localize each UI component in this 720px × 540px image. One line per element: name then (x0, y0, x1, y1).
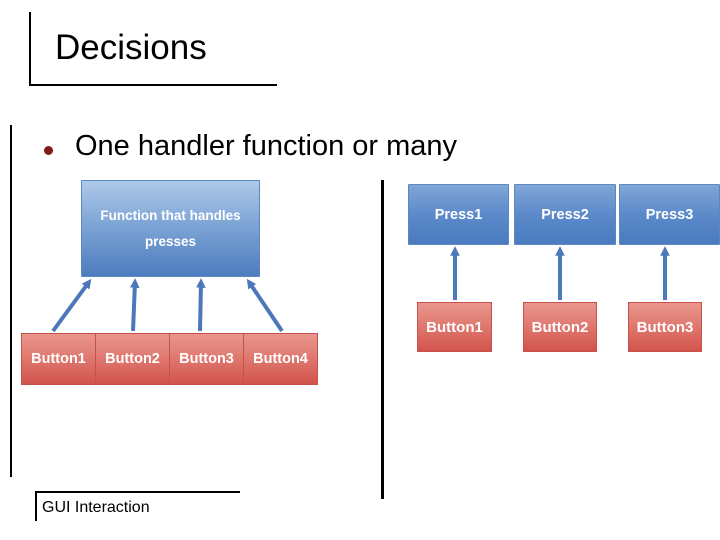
press1-label: Press1 (434, 206, 483, 223)
arrow-left-1 (51, 278, 92, 333)
diagram-divider-line (381, 180, 384, 499)
right-button1-box: Button1 (417, 302, 492, 352)
button1-cell: Button1 (22, 334, 95, 384)
bullet-text: One handler function or many (75, 130, 458, 162)
content-rule-left (10, 125, 12, 477)
arrow-left-4 (246, 278, 284, 333)
footer-rule-left (35, 491, 37, 521)
right-button3-box: Button3 (628, 302, 702, 352)
footer-rule-top (35, 491, 240, 493)
button4-cell: Button4 (243, 334, 317, 384)
button-bar: Button1 Button2 Button3 Button4 (21, 333, 318, 385)
arrow-left-2 (129, 278, 140, 332)
button3-cell: Button3 (169, 334, 243, 384)
right-button1-label: Button1 (426, 318, 483, 336)
press2-label: Press2 (541, 206, 589, 223)
footer-text: GUI Interaction (42, 499, 150, 516)
button3-label: Button3 (179, 351, 234, 367)
right-button2-box: Button2 (523, 302, 597, 352)
button4-label: Button4 (253, 351, 308, 367)
bullet-icon (44, 146, 53, 155)
arrow-left-3 (196, 278, 206, 332)
button1-label: Button1 (31, 351, 86, 367)
right-button3-label: Button3 (636, 318, 694, 336)
button2-label: Button2 (105, 351, 160, 367)
press3-box: Press3 (619, 184, 720, 245)
title-rule-horizontal (29, 84, 277, 86)
button2-cell: Button2 (95, 334, 169, 384)
handler-function-label: Function that handles presses (100, 207, 241, 249)
press2-box: Press2 (514, 184, 616, 245)
press1-box: Press1 (408, 184, 509, 245)
title-rule-vertical (29, 12, 31, 86)
handler-function-box: Function that handles presses (81, 180, 260, 277)
press3-label: Press3 (645, 206, 694, 223)
slide-title: Decisions (55, 28, 207, 67)
right-button2-label: Button2 (531, 318, 589, 336)
